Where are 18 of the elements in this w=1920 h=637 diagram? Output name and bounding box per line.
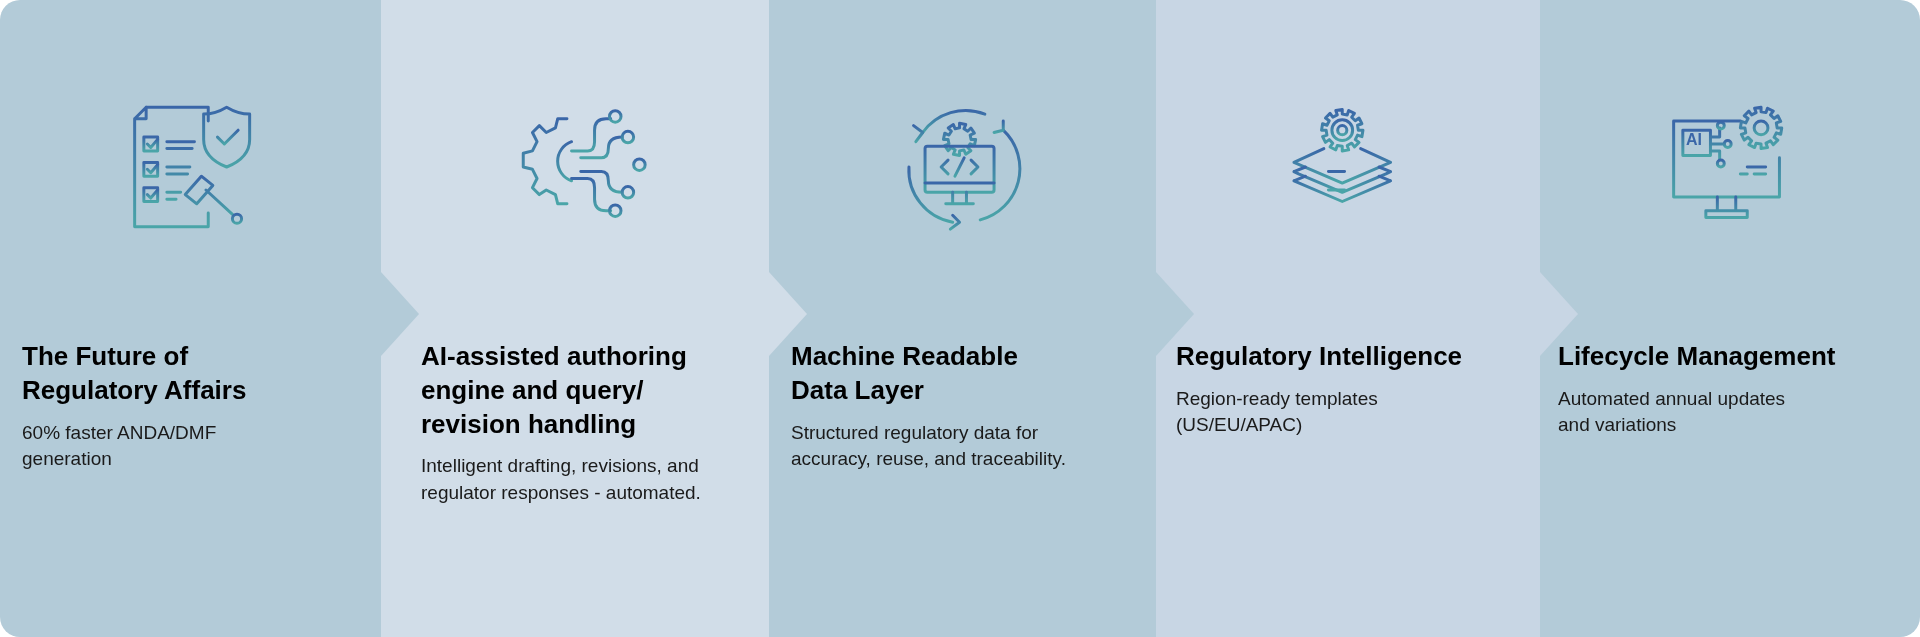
step-panel (0, 0, 381, 637)
step-heading: Lifecycle Management (1558, 340, 1836, 373)
step-description: Structured regulatory data for accuracy, reuse, and traceability. (791, 420, 1067, 472)
icon-text: AI (1686, 132, 1702, 148)
step-panel (1540, 0, 1920, 637)
step-description: 60% faster ANDA/DMF generation (22, 420, 218, 472)
step-heading: AI-assisted authoring engine and query/ revision handling (421, 340, 688, 441)
chevron-arrow (769, 272, 807, 356)
step-panel (381, 0, 769, 637)
step-description: Intelligent drafting, revisions, and regulator responses - automated. (421, 454, 702, 505)
step-description: Region-ready templates (US/EU/APAC) (1176, 386, 1379, 438)
step-heading: Machine Readable Data Layer (791, 340, 1019, 407)
step-panel (1156, 0, 1540, 637)
step-panel (769, 0, 1156, 637)
step-description: Automated annual updates and variations (1558, 386, 1787, 438)
chevron-arrow (381, 272, 419, 356)
step-heading: The Future of Regulatory Affairs (22, 340, 248, 407)
step-heading: Regulatory Intelligence (1176, 340, 1463, 373)
